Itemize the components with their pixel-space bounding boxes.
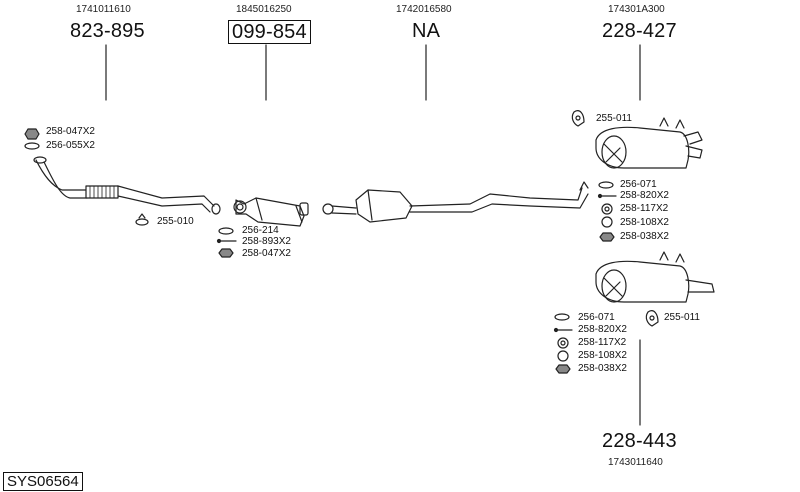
label-rear-bottom-nut[interactable]: 258-038X2	[578, 363, 627, 374]
hanger-icon-rear-bottom	[645, 310, 659, 327]
rear-silencer-bottom	[595, 251, 715, 303]
catalytic-converter	[233, 197, 309, 227]
part-ref-3: 1742016580	[396, 4, 452, 15]
label-rear-top-gasket[interactable]: 256-071	[620, 179, 657, 190]
part-number-4[interactable]: 228-427	[602, 20, 677, 42]
label-rear-bottom-ring-a[interactable]: 258-117X2	[578, 337, 627, 348]
label-rear-bottom-ring-b[interactable]: 258-108X2	[578, 350, 627, 361]
middle-pipe	[322, 181, 589, 223]
label-front-gasket[interactable]: 256-055X2	[46, 140, 95, 151]
part-number-3[interactable]: NA	[412, 20, 441, 42]
label-rear-bottom-gasket[interactable]: 256-071	[578, 312, 615, 323]
label-rear-top-nut[interactable]: 258-038X2	[620, 231, 669, 242]
part-number-1[interactable]: 823-895	[70, 20, 145, 42]
part-ref-1: 1741011610	[76, 4, 131, 15]
front-pipe	[33, 156, 221, 215]
label-cat-nut[interactable]: 258-047X2	[242, 248, 291, 259]
label-rear-hanger-bottom[interactable]: 255-011	[664, 312, 700, 323]
part-number-2[interactable]: 099-854	[228, 20, 311, 44]
hanger-icon-rear-top	[571, 110, 585, 127]
label-rear-top-bolt[interactable]: 258-820X2	[620, 190, 669, 201]
label-rear-top-ring-b[interactable]: 258-108X2	[620, 217, 669, 228]
part-number-5[interactable]: 228-443	[602, 430, 677, 452]
part-ref-5: 1743011640	[608, 457, 663, 468]
label-cat-bolt[interactable]: 258-893X2	[242, 236, 291, 247]
rear-silencer-top	[595, 117, 703, 169]
label-hanger-front[interactable]: 255-010	[157, 216, 194, 227]
label-rear-bottom-bolt[interactable]: 258-820X2	[578, 324, 627, 335]
part-ref-4: 174301A300	[608, 4, 665, 15]
label-rear-top-ring-a[interactable]: 258-117X2	[620, 203, 669, 214]
hardware-icons	[24, 128, 617, 374]
label-rear-hanger-top[interactable]: 255-011	[596, 113, 632, 124]
label-cat-gasket[interactable]: 256-214	[242, 225, 279, 236]
hanger-icon-front	[135, 213, 149, 226]
part-ref-2: 1845016250	[236, 4, 292, 15]
system-code-tag: SYS06564	[3, 472, 83, 491]
label-front-nut[interactable]: 258-047X2	[46, 126, 95, 137]
